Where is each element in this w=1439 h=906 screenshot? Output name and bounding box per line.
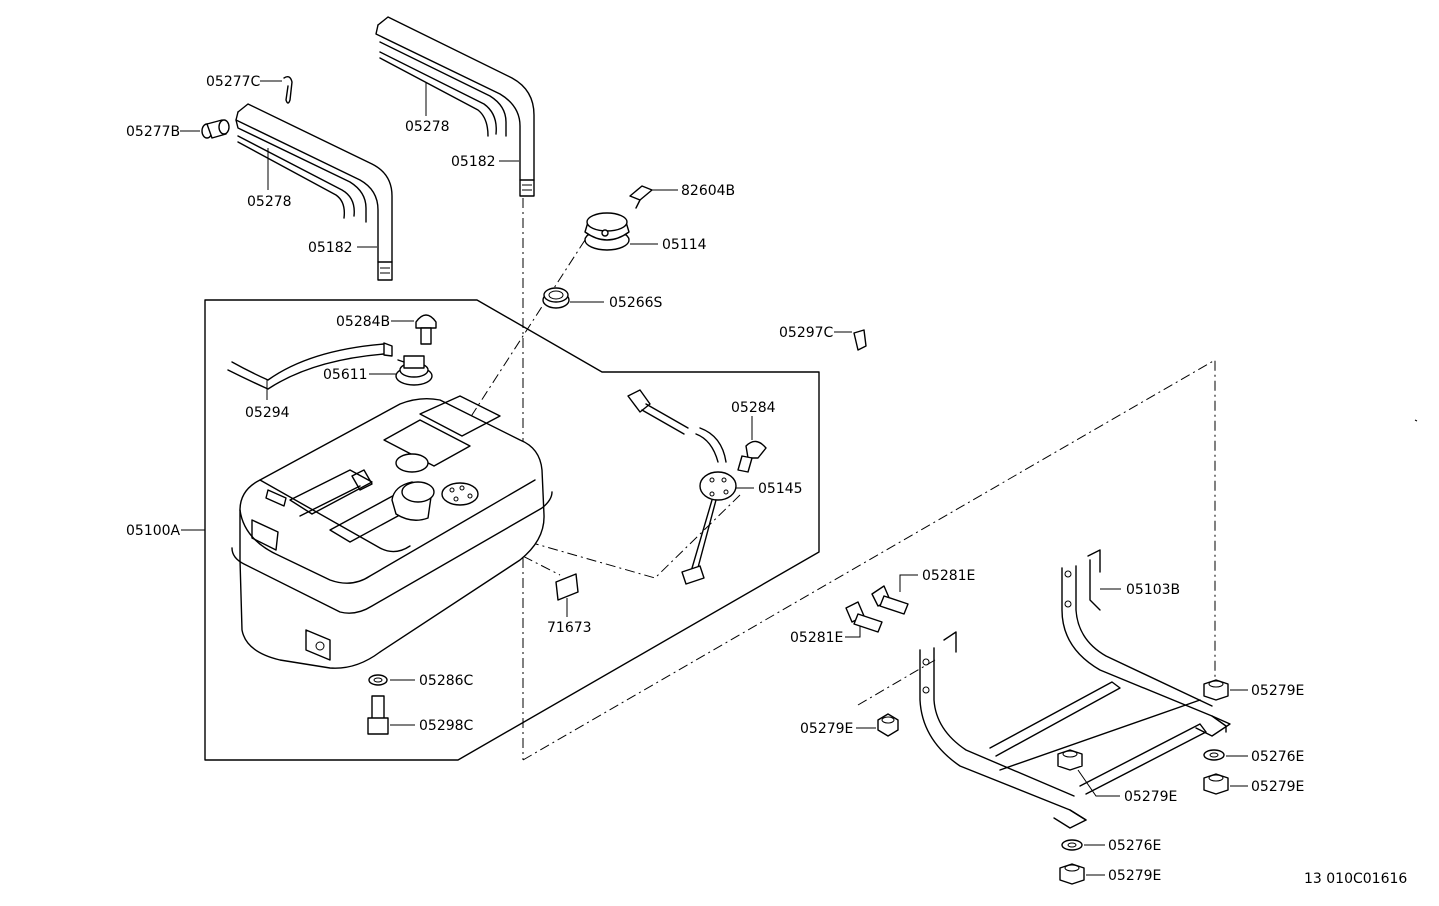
label-05182-left: 05182: [308, 240, 353, 256]
fuel-tank: [231, 395, 553, 669]
bolt-05281E-upper: [871, 585, 909, 615]
mounting-frame: [919, 549, 1231, 829]
bolt-05284B: [415, 314, 437, 345]
label-82604B: 82604B: [681, 183, 735, 199]
tank-band-right: [375, 16, 535, 197]
label-05276E-right: 05276E: [1251, 749, 1304, 765]
nut-05279E-right-top: [1203, 679, 1229, 701]
breather-hose: [227, 342, 393, 390]
label-05182-right: 05182: [451, 154, 496, 170]
nut-05279E-center: [1057, 749, 1083, 771]
bolt-05284: [737, 440, 767, 473]
label-05276E-bottom: 05276E: [1108, 838, 1161, 854]
drawing-number: 13 010C01616: [1304, 871, 1407, 887]
label-05279E-center: 05279E: [1124, 789, 1177, 805]
label-05294: 05294: [245, 405, 290, 421]
bolt-05281E-lower: [845, 601, 883, 633]
nut-05279E-right-bottom: [1203, 773, 1229, 795]
label-05297C: 05297C: [779, 325, 834, 341]
nut-05279E-bottom: [1059, 863, 1085, 885]
filler-strainer: [542, 287, 570, 309]
label-05279E-right-bottom: 05279E: [1251, 779, 1304, 795]
label-05279E-right-top: 05279E: [1251, 683, 1304, 699]
level-gauge-unit: [627, 389, 737, 585]
label-05284B: 05284B: [336, 314, 390, 330]
label-05278-right: 05278: [405, 119, 450, 135]
label-71673: 71673: [547, 620, 592, 636]
label-05277B: 05277B: [126, 124, 180, 140]
label-05100A: 05100A: [126, 523, 181, 539]
washer-05286C: [368, 674, 388, 686]
label-05284: 05284: [731, 400, 776, 416]
part-labels: 05277C 05277B 05278 05182 05278 05182 82…: [126, 74, 1407, 887]
bolt-05298C: [367, 695, 389, 735]
clip-pin: [283, 75, 293, 104]
label-05281E-lower: 05281E: [790, 630, 843, 646]
warning-label: [555, 573, 579, 601]
label-05103B: 05103B: [1126, 582, 1180, 598]
label-05145: 05145: [758, 481, 803, 497]
label-05279E-left: 05279E: [800, 721, 853, 737]
label-05114: 05114: [662, 237, 707, 253]
grommet-05297C: [853, 329, 867, 351]
fuel-cap: [584, 212, 630, 251]
pin-washer: [201, 119, 230, 139]
label-05278-left: 05278: [247, 194, 292, 210]
label-05611: 05611: [323, 367, 368, 383]
tank-band-left: [235, 103, 393, 281]
vent-valve: [395, 355, 433, 386]
hose-clip-82604B: [629, 185, 653, 209]
washer-05276E-right: [1203, 749, 1225, 761]
leader-lines: [180, 80, 1418, 876]
label-05266S: 05266S: [609, 295, 663, 311]
label-05277C: 05277C: [206, 74, 261, 90]
label-05281E-upper: 05281E: [922, 568, 975, 584]
alignment-lines: [429, 198, 1216, 761]
label-05298C: 05298C: [419, 718, 474, 734]
nut-05279E-left: [877, 713, 899, 737]
tank-group-outline: [204, 299, 820, 761]
label-05279E-bottom: 05279E: [1108, 868, 1161, 884]
washer-05276E-bottom: [1061, 839, 1083, 851]
label-05286C: 05286C: [419, 673, 474, 689]
